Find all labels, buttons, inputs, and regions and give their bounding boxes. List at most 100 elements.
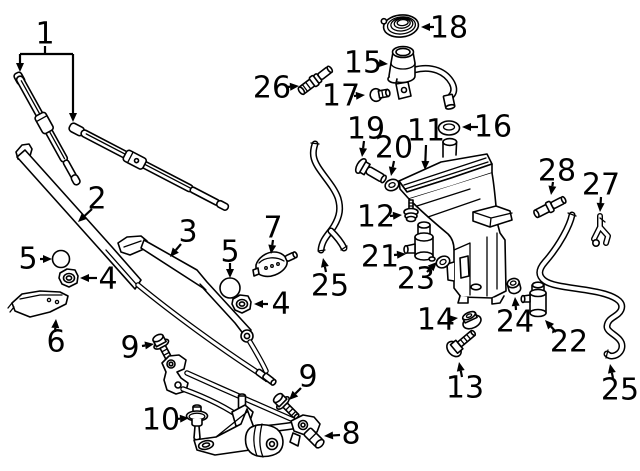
wiper-blade-right (68, 122, 230, 211)
callout-arrow-line (424, 144, 428, 162)
callout-arrowhead (548, 185, 557, 195)
callout-5: 5 (18, 242, 52, 277)
bolt-9-right (272, 392, 300, 420)
callout-arrow-line (294, 387, 302, 395)
callout-arrowhead (359, 147, 368, 157)
callout-arrowhead (607, 364, 616, 374)
callout-7: 7 (263, 211, 283, 254)
callout-label-25: 25 (601, 373, 639, 408)
callout-arrowhead (396, 250, 406, 259)
wiper-motor-linkage (161, 354, 325, 458)
wiper-blade-left (13, 71, 81, 186)
pivot-cap-left (51, 249, 71, 269)
callout-label-11: 11 (407, 114, 445, 149)
callout-label-21: 21 (361, 240, 399, 275)
callout-arrowhead (51, 319, 60, 329)
hose-joint-28 (533, 195, 567, 219)
callout-label-7: 7 (263, 211, 282, 246)
callout-label-10: 10 (142, 403, 180, 438)
callout-arrowhead (324, 431, 334, 440)
callout-label-24: 24 (496, 305, 534, 340)
cowl-cover (7, 290, 69, 318)
callout-label-12: 12 (357, 200, 395, 235)
callout-arrowhead (421, 23, 430, 31)
callout-label-14: 14 (417, 303, 455, 338)
callout-label-4: 4 (98, 262, 117, 297)
callout-28: 28 (538, 154, 576, 195)
callout-arrowhead (378, 59, 388, 68)
callout-arrowhead (448, 315, 458, 323)
callout-label-3: 3 (178, 215, 197, 250)
pivot-nut-right (231, 294, 252, 314)
hose-connector-26 (297, 65, 334, 96)
callout-label-9: 9 (298, 360, 317, 395)
callout-arrowhead (427, 262, 437, 272)
pump-grommet-23 (435, 255, 451, 269)
callout-17: 17 (322, 79, 365, 114)
callout-4: 4 (254, 287, 291, 322)
callout-5: 5 (220, 235, 240, 278)
callout-3: 3 (170, 215, 198, 257)
callout-arrow-line (459, 370, 464, 378)
callout-21: 21 (361, 240, 406, 275)
flange-nut-14 (461, 310, 482, 330)
callout-label-4: 4 (271, 287, 290, 322)
callout-19: 19 (347, 112, 385, 157)
callout-27: 27 (582, 168, 620, 212)
callout-arrow-line (362, 140, 366, 149)
callout-arrowhead (421, 160, 430, 170)
callout-arrowhead (456, 362, 465, 372)
callout-label-17: 17 (322, 79, 360, 114)
callout-label-15: 15 (344, 46, 382, 81)
seal-ring-16 (437, 120, 461, 136)
callout-label-19: 19 (347, 112, 385, 147)
callout-15: 15 (344, 46, 388, 81)
callout-label-20: 20 (375, 131, 413, 166)
filler-neck (387, 45, 458, 110)
callout-arrowhead (289, 390, 299, 400)
callout-22: 22 (545, 320, 588, 360)
washer-nozzle (252, 251, 298, 278)
reservoir-valve-12 (403, 199, 419, 223)
callout-arrow-line (323, 266, 328, 273)
callout-label-25: 25 (311, 269, 349, 304)
washer-hose-rear (536, 211, 626, 360)
callout-arrow-line (610, 372, 615, 379)
callout-label-28: 28 (538, 154, 576, 189)
callout-8: 8 (324, 417, 361, 452)
callout-arrow-line (83, 208, 93, 217)
callout-9: 9 (120, 331, 154, 366)
callout-label-13: 13 (446, 371, 484, 406)
callout-arrowhead (596, 202, 605, 212)
callout-14: 14 (417, 303, 458, 338)
callout-arrow-line (426, 267, 432, 273)
callout-arrowhead (268, 244, 277, 254)
callout-label-6: 6 (46, 325, 65, 360)
callout-label-5: 5 (18, 242, 37, 277)
callout-arrow-line (550, 325, 557, 333)
callout-arrow-line (391, 160, 396, 168)
callout-arrowhead (80, 274, 89, 282)
seal-20 (384, 178, 400, 192)
pivot-spacer (185, 404, 209, 443)
callout-arrowhead (320, 258, 329, 268)
callout-20: 20 (375, 131, 413, 176)
callout-label-18: 18 (430, 11, 468, 46)
callout-26: 26 (253, 71, 299, 106)
callout-11: 11 (407, 114, 445, 170)
callout-label-27: 27 (582, 168, 620, 203)
callout-arrowhead (144, 341, 154, 350)
callout-9: 9 (289, 360, 318, 400)
callout-arrowhead (462, 123, 471, 131)
washer-pump-22 (520, 281, 547, 318)
callout-arrowhead (43, 255, 52, 263)
callout-arrowhead (388, 166, 397, 176)
callout-arrow-line (141, 344, 146, 348)
callout-arrowhead (226, 269, 234, 278)
callout-label-26: 26 (253, 71, 291, 106)
callout-16: 16 (462, 110, 512, 145)
callout-13: 13 (446, 362, 484, 406)
callout-arrow-line (551, 181, 555, 187)
hose-clip-27 (591, 213, 611, 248)
